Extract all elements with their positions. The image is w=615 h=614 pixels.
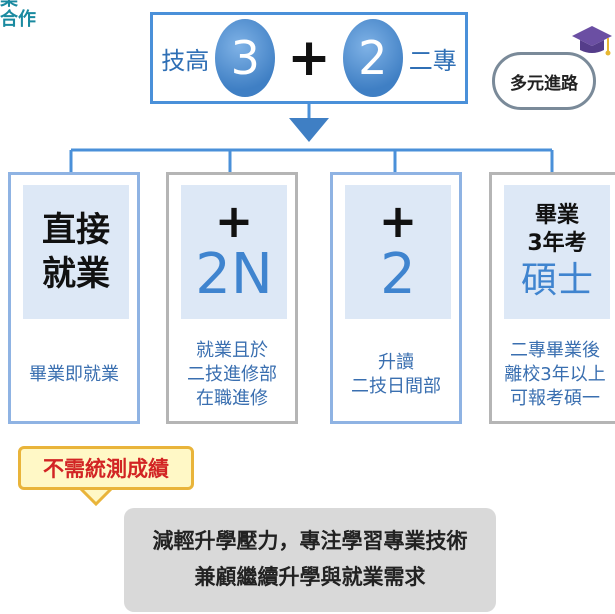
card-number: 2N	[195, 242, 273, 308]
card-description: 就業且於 二技進修部 在職進修	[187, 339, 277, 410]
down-arrow-icon	[289, 118, 329, 142]
plus-sign: +	[378, 194, 418, 249]
header-right-text: 二專	[408, 46, 457, 75]
card-highlight: + 2N	[181, 185, 287, 319]
card-number: 2	[380, 242, 416, 308]
card-highlight: 畢業 3年考 碩士	[504, 185, 610, 319]
card-highlight: + 2	[345, 185, 451, 319]
number-circle-2: 2	[342, 19, 403, 97]
card-line1: 畢業	[534, 202, 579, 228]
header-left-text: 技高	[161, 46, 210, 75]
summary-line2: 兼顧繼續升學與就業需求	[194, 565, 426, 589]
path-card-2n: + 2N 就業且於 二技進修部 在職進修	[166, 172, 298, 424]
card-line2: 3年考	[527, 231, 587, 257]
plus-sign: +	[214, 194, 254, 249]
card-description: 升讀 二技日間部	[351, 351, 441, 397]
multi-path-badge: 多元進路	[492, 52, 596, 110]
path-card-direct-employment: 直接 就業 畢業即就業	[8, 172, 140, 424]
card-title-line1: 直接	[42, 209, 110, 250]
number-circle-3: 3	[215, 19, 276, 97]
card-title-line2: 就業	[42, 254, 110, 294]
no-exam-callout: 不需統測成績	[18, 446, 194, 490]
plus-sign: +	[287, 28, 331, 88]
corner-text-top: 業	[0, 0, 18, 9]
corner-text-bottom: 合作	[0, 9, 36, 30]
path-card-masters: 畢業 3年考 碩士 二專畢業後 離校3年以上 可報考碩一	[489, 172, 615, 424]
card-highlight: 直接 就業	[23, 185, 129, 319]
graduation-cap-icon	[572, 26, 612, 56]
summary-box: 減輕升學壓力，專注學習專業技術 兼顧繼續升學與就業需求	[124, 508, 496, 612]
card-description: 畢業即就業	[29, 363, 119, 385]
card-description: 二專畢業後 離校3年以上 可報考碩一	[504, 339, 606, 410]
path-card-2: + 2 升讀 二技日間部	[330, 172, 462, 424]
summary-line1: 減輕升學壓力，專注學習專業技術	[152, 529, 468, 554]
card-highlight-text: 碩士	[520, 260, 593, 301]
header-box: 技高 3 + 2 二專	[150, 12, 468, 104]
